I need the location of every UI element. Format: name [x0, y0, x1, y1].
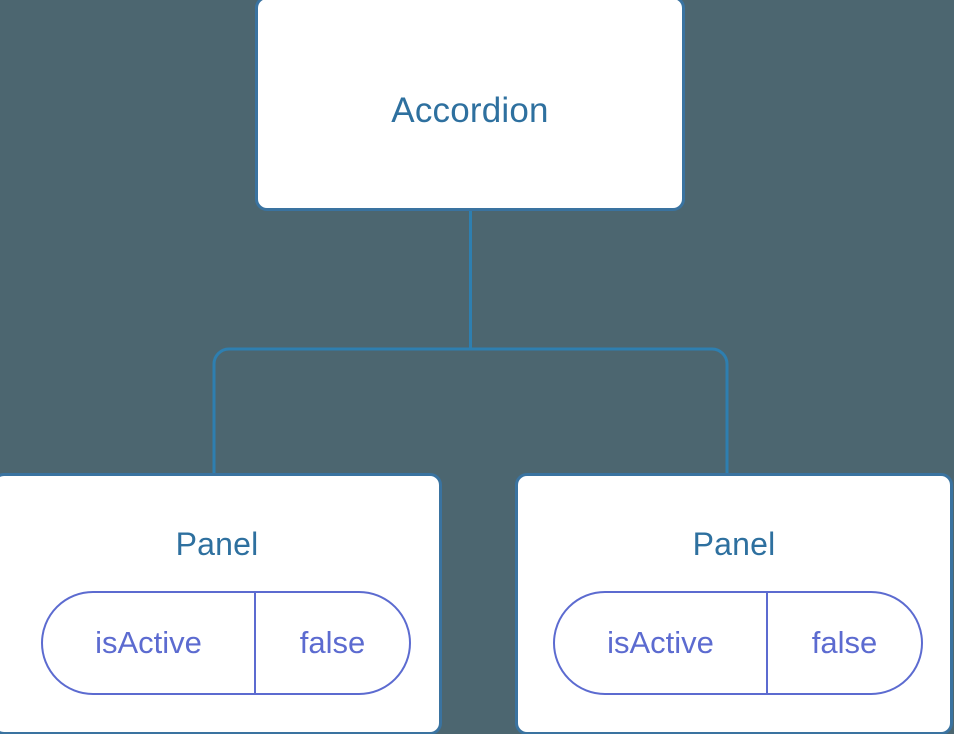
edge-root-to-panel-left — [212, 347, 471, 474]
node-panel-right[interactable]: Panel isActive false — [515, 473, 953, 734]
prop-key: isActive — [555, 593, 768, 693]
edge-root-to-panel-right — [470, 347, 729, 474]
prop-pill-isactive-right[interactable]: isActive false — [553, 591, 923, 695]
node-accordion-title: Accordion — [391, 91, 549, 130]
node-accordion[interactable]: Accordion — [255, 0, 685, 211]
prop-pill-isactive-left[interactable]: isActive false — [41, 591, 411, 695]
node-panel-left[interactable]: Panel isActive false — [0, 473, 442, 734]
node-panel-right-title: Panel — [692, 526, 776, 562]
prop-value: false — [299, 625, 366, 660]
node-panel-left-title: Panel — [175, 526, 259, 562]
prop-value: false — [811, 625, 878, 660]
prop-key: isActive — [43, 593, 256, 693]
